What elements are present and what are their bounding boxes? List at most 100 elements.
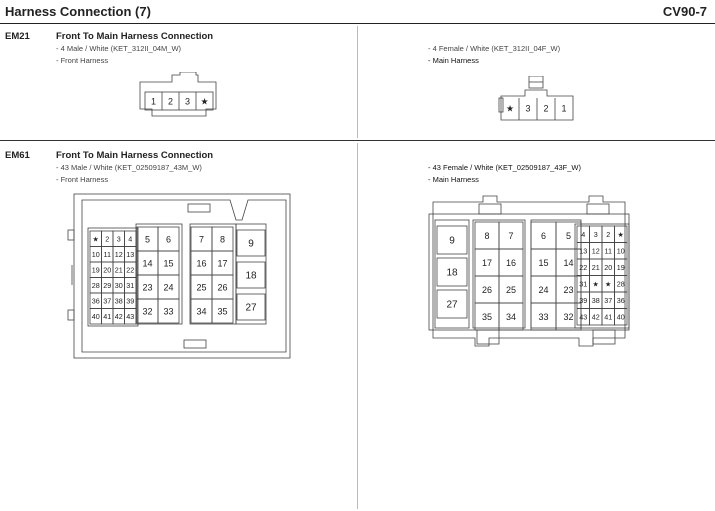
pin-label: 39 — [579, 296, 587, 305]
pin-block-frame — [235, 223, 267, 325]
pin-label: ★ — [618, 230, 624, 239]
section-title-em21: Front To Main Harness Connection — [56, 31, 214, 42]
pin-block-frame — [574, 223, 630, 329]
pin-label: 11 — [605, 246, 612, 255]
pin-cell — [436, 289, 468, 319]
pin-label: 9 — [449, 235, 455, 246]
section-id-em21: EM21 — [5, 31, 30, 42]
pin-label: 13 — [126, 250, 134, 259]
pin-label: ★ — [593, 279, 599, 288]
pin-label: 33 — [538, 312, 548, 322]
pin-label: 26 — [217, 282, 227, 292]
em21-divider — [357, 26, 358, 138]
pin-label: 38 — [115, 296, 123, 305]
pin-label: 18 — [446, 267, 458, 278]
pin-cell — [236, 261, 266, 289]
pin-label: 11 — [104, 250, 111, 259]
section-divider — [0, 140, 715, 141]
pin-label: 23 — [563, 285, 573, 295]
pin-label: 4 — [581, 230, 585, 239]
em61-male-key-bottom — [183, 339, 207, 349]
em61-right-harness: - Main Harness — [428, 175, 479, 184]
pin-label: 31 — [579, 279, 587, 288]
em61-left-harness: - Front Harness — [56, 175, 109, 184]
pin-label: 2 — [543, 104, 548, 114]
section-id-em61: EM61 — [5, 150, 30, 161]
pin-label: ★ — [506, 104, 514, 114]
pin-label: 14 — [142, 258, 152, 268]
pin-label: 2 — [606, 230, 610, 239]
pin-label: 4 — [128, 234, 132, 243]
pin-label: 9 — [248, 238, 254, 249]
pin-label: 37 — [103, 296, 111, 305]
pin-label: 18 — [245, 270, 257, 281]
pin-cell — [211, 298, 234, 324]
pin-label: 19 — [617, 263, 625, 272]
pin-label: 24 — [163, 282, 173, 292]
pin-label: 15 — [163, 258, 173, 268]
pin-label: 15 — [538, 258, 548, 268]
pin-label: 21 — [592, 263, 600, 272]
pin-label: ★ — [200, 97, 208, 107]
pin-label: 12 — [592, 246, 600, 255]
pin-label: 3 — [185, 97, 190, 107]
em21-male-connector: 1 2 3 ★ — [139, 72, 217, 117]
pin-label: 3 — [594, 230, 598, 239]
pin-label: ★ — [605, 279, 611, 288]
pin-label: 25 — [196, 282, 206, 292]
pin-block-frame — [434, 219, 470, 329]
pin-label: 16 — [506, 258, 516, 268]
section-title-em61: Front To Main Harness Connection — [56, 150, 214, 161]
pin-label: 21 — [115, 265, 123, 274]
pin-label: 12 — [115, 250, 123, 259]
pin-label: 38 — [592, 296, 600, 305]
pin-label: 23 — [142, 282, 152, 292]
pin-label: 20 — [103, 265, 111, 274]
pin-label: 13 — [579, 246, 587, 255]
em61-divider — [357, 143, 358, 509]
pin-label: 37 — [604, 296, 612, 305]
pin-label: 41 — [103, 312, 111, 321]
pin-label: 2 — [105, 234, 109, 243]
pin-label: 43 — [126, 312, 134, 321]
pin-label: 5 — [566, 231, 571, 241]
em21-left-spec: - 4 Male / White (KET_312II_04M_W) — [56, 44, 182, 53]
pin-label: 2 — [168, 97, 173, 107]
em21-male-housing — [139, 72, 217, 117]
pin-label: 34 — [506, 312, 516, 322]
em61-female-key-bottom — [476, 329, 500, 345]
pin-label: 42 — [115, 312, 123, 321]
page-title: Harness Connection (7) — [5, 4, 151, 19]
pin-label: 6 — [541, 231, 546, 241]
pin-label: 43 — [579, 312, 587, 321]
em21-female-side-tab — [498, 97, 504, 113]
pin-label: 27 — [245, 302, 257, 313]
pin-label: 30 — [115, 281, 123, 290]
em61-male-housing — [73, 193, 291, 359]
pin-block-frame — [135, 223, 183, 325]
pin-label: 8 — [220, 234, 225, 244]
pin-label: 25 — [506, 285, 516, 295]
em61-male-inner-frame — [81, 199, 287, 353]
em21-right-harness: - Main Harness — [428, 56, 479, 65]
pin-label: 36 — [617, 296, 625, 305]
pin-cell — [436, 257, 468, 287]
pin-label: 41 — [604, 312, 612, 321]
em21-right-spec: - 4 Female / White (KET_312II_04F_W) — [428, 44, 561, 53]
em61-female-housing — [432, 195, 626, 347]
pin-label: 39 — [126, 296, 134, 305]
em61-left-spec: - 43 Male / White (KET_02509187_43M_W) — [56, 163, 202, 172]
pin-label: 19 — [92, 265, 100, 274]
pin-label: 29 — [103, 281, 111, 290]
pin-label: 3 — [117, 234, 121, 243]
pin-label: 28 — [617, 279, 625, 288]
pin-label: 42 — [592, 312, 600, 321]
pin-label: 32 — [142, 306, 152, 316]
pin-label: 28 — [92, 281, 100, 290]
pin-cell — [157, 298, 180, 324]
